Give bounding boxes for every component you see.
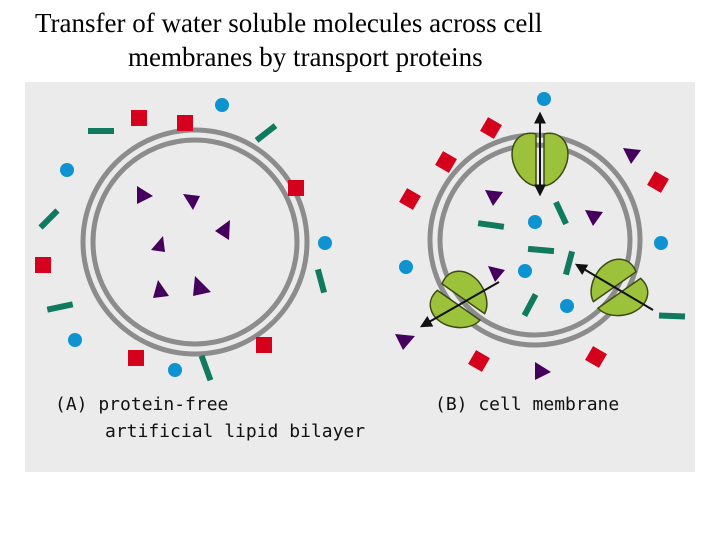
- circle-molecule: [399, 260, 413, 274]
- bilayer-a-outer: [80, 127, 310, 357]
- square-molecule: [128, 350, 144, 366]
- circle-molecule: [654, 236, 668, 250]
- title-line-2: membranes by transport proteins: [128, 42, 483, 72]
- transport-arrow-icon: [419, 281, 500, 328]
- square-molecule: [435, 151, 457, 173]
- square-molecule: [585, 346, 607, 368]
- square-molecule: [288, 180, 304, 196]
- rod-molecule: [527, 245, 555, 255]
- rod-molecule: [254, 123, 278, 143]
- circle-molecule: [215, 98, 229, 112]
- panel-a-label-line-1: (A) protein-free: [55, 394, 228, 415]
- rod-molecule: [521, 292, 539, 318]
- triangle-molecule: [585, 210, 603, 226]
- circle-molecule: [168, 363, 182, 377]
- triangle-molecule: [215, 220, 230, 240]
- circle-molecule: [560, 299, 574, 313]
- rod-molecule: [198, 354, 214, 382]
- triangle-molecule: [137, 186, 153, 204]
- rod-molecule: [477, 220, 505, 230]
- panel-a-label-line-2: artificial lipid bilayer: [105, 421, 365, 442]
- triangle-molecule: [151, 236, 165, 252]
- circle-molecule: [528, 215, 542, 229]
- triangle-molecule: [488, 266, 505, 282]
- bilayer-a-inner: [90, 137, 300, 347]
- circle-molecule: [318, 236, 332, 250]
- slide-title: Transfer of water soluble molecules acro…: [0, 6, 720, 74]
- transport-protein-icon: [429, 270, 488, 329]
- rod-molecule: [38, 208, 60, 230]
- panel-b: (B) cell membrane: [395, 92, 686, 415]
- square-molecule: [256, 337, 272, 353]
- triangle-molecule: [485, 190, 503, 206]
- square-molecule: [177, 115, 193, 131]
- circle-molecule: [537, 92, 551, 106]
- rod-molecule: [562, 250, 576, 276]
- rod-molecule: [46, 301, 74, 313]
- triangle-molecule: [395, 334, 415, 350]
- square-molecule: [480, 117, 502, 139]
- square-molecule: [399, 188, 421, 210]
- circle-molecule: [518, 264, 532, 278]
- triangle-molecule: [153, 280, 169, 298]
- circle-molecule: [68, 333, 82, 347]
- rod-molecule: [553, 200, 569, 226]
- square-molecule: [468, 350, 490, 372]
- transport-protein-icon: [590, 258, 649, 317]
- triangle-molecule: [193, 276, 211, 296]
- square-molecule: [647, 171, 669, 193]
- rod-molecule: [88, 128, 114, 134]
- panel-b-label-line-1: (B) cell membrane: [435, 394, 619, 415]
- rod-molecule: [314, 268, 328, 294]
- panel-a: (A) protein-free artificial lipid bilaye…: [35, 98, 365, 442]
- transport-arrow-icon: [574, 263, 654, 311]
- triangle-molecule: [183, 194, 200, 210]
- triangle-molecule: [623, 148, 641, 164]
- circle-molecule: [60, 163, 74, 177]
- membrane-transport-diagram: (A) protein-free artificial lipid bilaye…: [25, 82, 695, 472]
- transport-protein-icon: [511, 132, 569, 187]
- rod-molecule: [658, 312, 686, 320]
- square-molecule: [131, 110, 147, 126]
- title-line-1: Transfer of water soluble molecules acro…: [35, 8, 543, 38]
- triangle-molecule: [535, 362, 551, 380]
- square-molecule: [35, 257, 51, 273]
